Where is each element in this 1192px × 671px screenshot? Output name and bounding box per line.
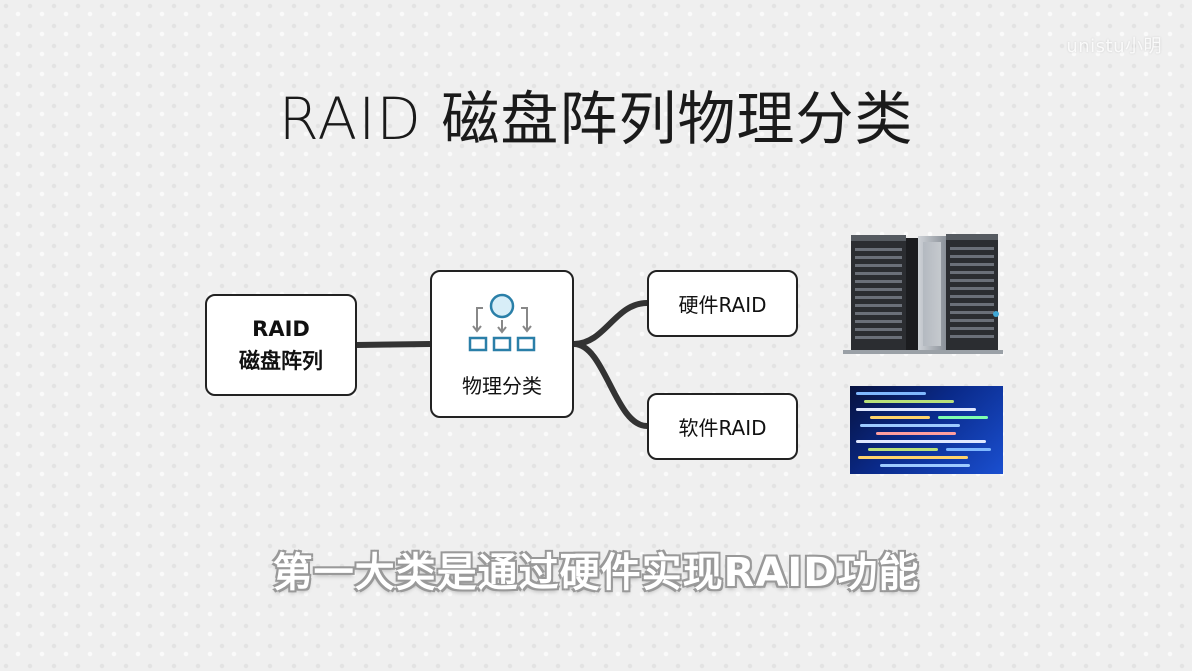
hardware-raid-node: 硬件RAID [647,270,798,337]
page-title: RAID 磁盘阵列物理分类 [278,85,914,153]
physical-category-node: 物理分类 [430,270,574,418]
connector-root-to-category [356,341,431,348]
server-rack-image [843,234,1003,354]
hierarchy-icon [468,293,536,351]
connector-category-to-hardware [573,300,648,347]
caption-subtitle: 第一大类是通过硬件实现RAID功能 [272,550,920,596]
raid-root-line1: RAID [252,317,310,341]
raid-root-line2: 磁盘阵列 [239,349,323,373]
software-raid-label: 软件RAID [678,416,767,440]
software-raid-node: 软件RAID [647,393,798,460]
connector-category-to-software [573,341,648,429]
hardware-raid-label: 硬件RAID [678,293,767,317]
code-screen-image [850,386,1003,474]
watermark: unistu小明 [1066,36,1162,57]
raid-root-node: RAID 磁盘阵列 [205,294,357,396]
physical-category-label: 物理分类 [462,373,542,398]
